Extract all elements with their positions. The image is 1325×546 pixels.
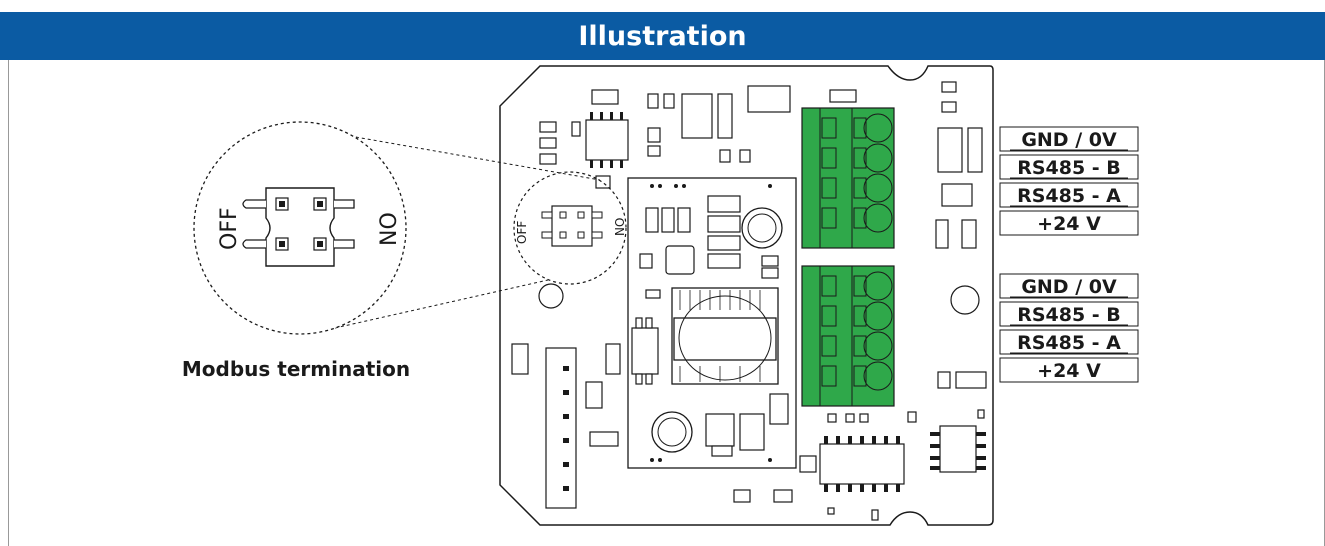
board-switch-highlight (513, 171, 627, 285)
terminal-label: +24 V (1037, 213, 1101, 235)
terminal-labels-lower: GND / 0V RS485 - B RS485 - A +24 V (999, 273, 1139, 383)
zoom-line-top (349, 135, 601, 181)
frame-border-left (8, 60, 9, 546)
page-header: Illustration (0, 12, 1325, 60)
zoom-off-label: OFF (217, 207, 242, 250)
board-off-label: OFF (515, 221, 529, 244)
terminal-label: GND / 0V (1021, 129, 1117, 151)
terminal-block-lower (801, 265, 895, 407)
terminal-block-upper (801, 107, 895, 249)
terminal-label: RS485 - A (1017, 185, 1121, 207)
zoom-on-label: NO (377, 212, 402, 246)
terminal-label: +24 V (1037, 360, 1101, 382)
zoomed-dip-switch (242, 187, 355, 267)
terminal-label: RS485 - A (1017, 332, 1121, 354)
zoom-line-bottom (334, 279, 549, 329)
zoom-caption: Modbus termination (182, 357, 410, 381)
page-title: Illustration (578, 20, 747, 52)
terminal-labels-upper: GND / 0V RS485 - B RS485 - A +24 V (999, 126, 1139, 236)
board-on-label: NO (613, 218, 627, 236)
board-dip-switch (541, 205, 603, 247)
terminal-label: GND / 0V (1021, 276, 1117, 298)
terminal-label: RS485 - B (1017, 157, 1121, 179)
terminal-label: RS485 - B (1017, 304, 1121, 326)
